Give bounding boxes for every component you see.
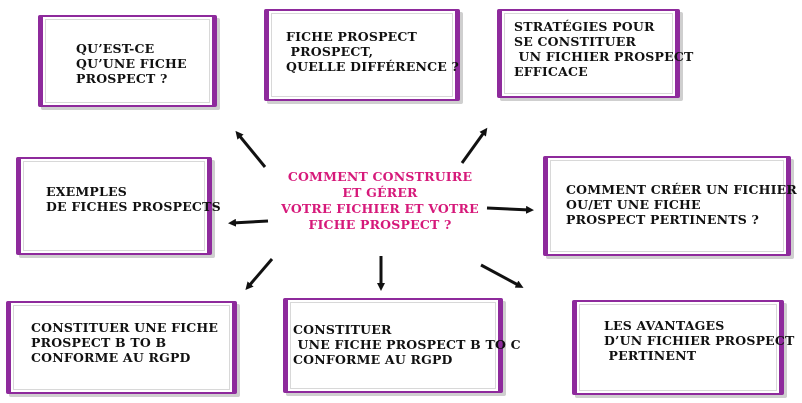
arrow-to-strategies — [460, 127, 488, 164]
arrow-to-btob — [245, 258, 274, 291]
center-question: COMMENT CONSTRUIRE ET GÉRER VOTRE FICHIE… — [281, 169, 479, 232]
box-btob-text: CONSTITUER UNE FICHE PROSPECT B TO B CON… — [31, 320, 219, 365]
box-strategies-text: STRATÉGIES POUR SE CONSTITUER UN FICHIER… — [514, 19, 694, 79]
arrow-to-definition — [235, 130, 267, 168]
box-advantages: LES AVANTAGES D’UN FICHIER PROSPECT PERT… — [572, 300, 794, 395]
box-btoc: CONSTITUER UNE FICHE PROSPECT B TO C CON… — [283, 298, 521, 393]
box-definition: QU’EST-CE QU’UNE FICHE PROSPECT ? — [38, 15, 217, 107]
box-btob: CONSTITUER UNE FICHE PROSPECT B TO B CON… — [6, 301, 237, 394]
box-btoc-text: CONSTITUER UNE FICHE PROSPECT B TO C CON… — [293, 322, 521, 367]
arrow-to-advantages — [480, 263, 524, 288]
box-create: COMMENT CRÉER UN FICHIER OU/ET UNE FICHE… — [543, 156, 797, 256]
box-examples: EXEMPLES DE FICHES PROSPECTS — [16, 157, 221, 255]
box-examples-text: EXEMPLES DE FICHES PROSPECTS — [46, 184, 221, 214]
arrow-to-create — [486, 205, 534, 214]
box-create-text: COMMENT CRÉER UN FICHIER OU/ET UNE FICHE… — [566, 182, 797, 227]
box-definition-text: QU’EST-CE QU’UNE FICHE PROSPECT ? — [76, 41, 187, 86]
box-advantages-text: LES AVANTAGES D’UN FICHIER PROSPECT PERT… — [604, 318, 795, 363]
box-strategies: STRATÉGIES POUR SE CONSTITUER UN FICHIER… — [497, 9, 693, 98]
box-difference: FICHE PROSPECT PROSPECT, QUELLE DIFFÉREN… — [264, 9, 460, 101]
arrow-to-examples — [228, 218, 269, 227]
box-difference-text: FICHE PROSPECT PROSPECT, QUELLE DIFFÉREN… — [286, 29, 460, 74]
